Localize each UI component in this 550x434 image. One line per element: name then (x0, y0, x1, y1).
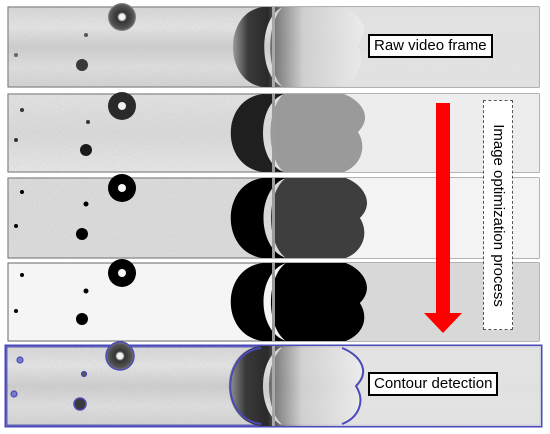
process-arrow (424, 103, 462, 333)
panel-raw-frame (7, 3, 540, 88)
label-image-optimization-process-text: Image optimization process (489, 123, 507, 307)
label-image-optimization-process: Image optimization process (483, 100, 513, 330)
panel-optimized-2 (7, 174, 540, 259)
label-raw-video-frame: Raw video frame (368, 34, 493, 58)
panel-optimized-3 (7, 259, 540, 342)
label-contour-detection: Contour detection (368, 372, 499, 396)
panel-optimized-1 (7, 92, 540, 173)
